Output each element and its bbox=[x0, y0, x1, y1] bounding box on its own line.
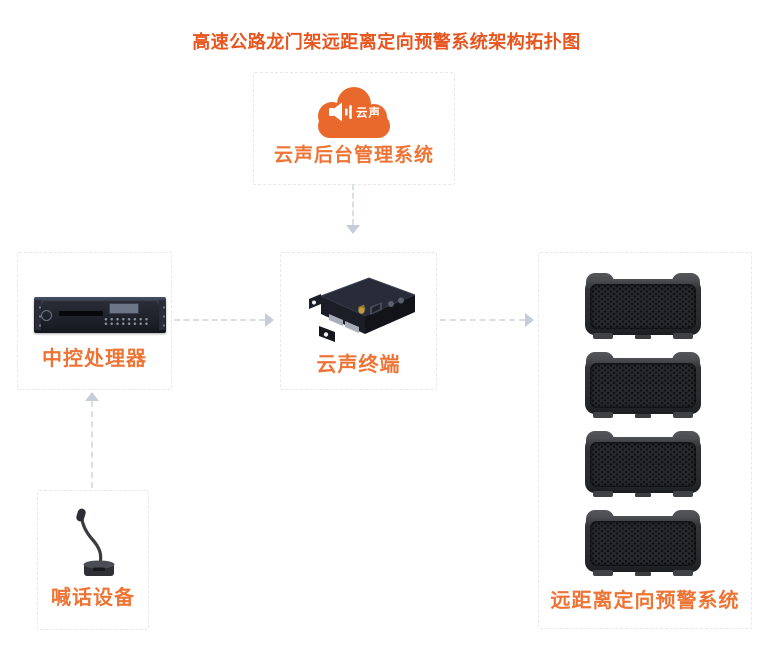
cloud-node-label: 云声后台管理系统 bbox=[273, 145, 434, 166]
terminal-device-icon bbox=[303, 271, 423, 349]
cloud-shape bbox=[318, 87, 390, 138]
mic-node-label: 喊话设备 bbox=[51, 587, 135, 609]
page-title: 高速公路龙门架远距离定向预警系统架构拓扑图 bbox=[192, 32, 581, 52]
speaker-grille bbox=[590, 284, 696, 329]
terminal-ports bbox=[329, 297, 404, 333]
arrow-cloud-to-terminal bbox=[345, 184, 361, 234]
speaker-body bbox=[585, 437, 701, 493]
cloud-icon-svg: 云声 bbox=[318, 87, 390, 138]
speaker-foot-left bbox=[593, 333, 613, 339]
speaker-foot-right bbox=[673, 491, 693, 497]
speaker-foot-left bbox=[593, 491, 613, 497]
speaker-grille bbox=[590, 363, 696, 408]
node-cloud-management: 云声 云声后台管理系统 bbox=[253, 72, 455, 185]
mic-capsule bbox=[76, 508, 86, 522]
rack-logo-dot bbox=[41, 310, 52, 321]
speaker-tab bbox=[635, 493, 651, 497]
speaker-tab bbox=[635, 572, 651, 576]
arrowhead-down-icon bbox=[346, 225, 360, 234]
directional-speaker-icon bbox=[585, 510, 701, 576]
arrowhead-up-icon bbox=[85, 392, 99, 401]
directional-speaker-icon bbox=[585, 431, 701, 497]
speaker-body bbox=[585, 516, 701, 572]
rack-vent-slot bbox=[59, 311, 103, 316]
speaker-foot-right bbox=[673, 570, 693, 576]
directional-speaker-icon bbox=[585, 273, 701, 339]
terminal-node-label: 云声终端 bbox=[316, 354, 401, 376]
rack-device-icon bbox=[34, 297, 166, 333]
node-warning-system: 远距离定向预警系统 bbox=[538, 252, 752, 629]
speaker-body bbox=[585, 358, 701, 414]
speaker-grille bbox=[590, 442, 696, 487]
microphone-svg bbox=[76, 508, 115, 576]
arrow-terminal-to-speakers bbox=[440, 313, 534, 327]
rack-ear-left bbox=[35, 300, 41, 330]
speaker-foot-left bbox=[593, 570, 613, 576]
gooseneck-microphone-icon bbox=[66, 507, 118, 581]
speaker-system-label: 远距离定向预警系统 bbox=[550, 590, 740, 612]
arrow-processor-to-terminal bbox=[174, 313, 274, 327]
rack-buttons bbox=[103, 317, 151, 326]
speaker-body bbox=[585, 279, 701, 335]
node-cloud-terminal: 云声终端 bbox=[280, 252, 437, 390]
rack-display bbox=[109, 303, 139, 314]
arrow-mic-to-processor bbox=[84, 392, 100, 488]
rack-ear-right bbox=[159, 300, 165, 330]
cloud-logo-text: 云声 bbox=[356, 106, 381, 120]
speaker-tab bbox=[635, 335, 651, 339]
terminal-device-svg bbox=[309, 277, 416, 342]
mic-gooseneck bbox=[79, 513, 103, 567]
speaker-foot-left bbox=[593, 412, 613, 418]
speaker-foot-right bbox=[673, 333, 693, 339]
terminal-flanges bbox=[309, 294, 335, 342]
mic-base bbox=[83, 560, 115, 576]
speaker-tab bbox=[635, 414, 651, 418]
speaker-foot-right bbox=[673, 412, 693, 418]
speaker-volume-icon bbox=[329, 102, 352, 122]
arrowhead-right-icon bbox=[265, 313, 274, 327]
cloud-icon: 云声 bbox=[312, 84, 396, 140]
processor-node-label: 中控处理器 bbox=[42, 348, 147, 370]
speaker-grille bbox=[590, 521, 696, 566]
node-central-processor: 中控处理器 bbox=[17, 252, 172, 390]
node-announce-device: 喊话设备 bbox=[37, 490, 149, 630]
terminal-body bbox=[320, 277, 416, 334]
arrowhead-right-icon bbox=[525, 313, 534, 327]
directional-speaker-icon bbox=[585, 352, 701, 418]
